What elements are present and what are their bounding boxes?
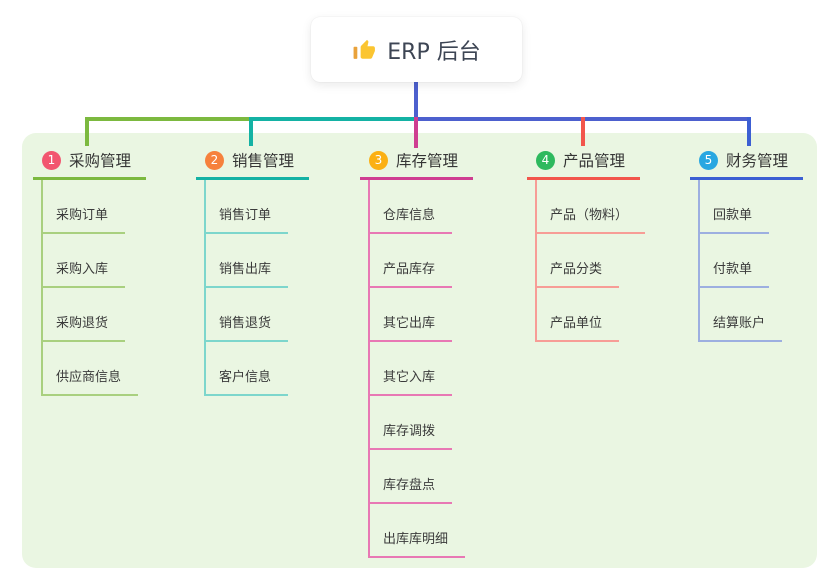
branch-4-drop-line — [581, 117, 585, 146]
branch-5: 5 财务管理回款单付款单结算账户 — [690, 149, 804, 342]
node-item-label: 销售订单 — [206, 204, 289, 234]
branch-5-items: 回款单付款单结算账户 — [698, 180, 783, 342]
branch-4: 4 产品管理产品（物料） 产品分类产品单位 — [527, 149, 646, 342]
node-item-label: 回款单 — [700, 204, 770, 234]
node-item[interactable]: 其它入库 — [370, 342, 465, 396]
branch-3: 3 库存管理仓库信息产品库存其它出库其它入库库存调拨库存盘点出库库明细 — [360, 149, 474, 558]
branch-4-node[interactable]: 4 产品管理 — [527, 149, 641, 180]
connector-segment-sales — [249, 117, 416, 121]
branch-4-number-badge: 4 — [536, 150, 555, 170]
branch-1: 1 采购管理采购订单采购入库采购退货供应商信息 — [33, 149, 147, 396]
root-connector-line — [414, 81, 418, 119]
node-item-label: 付款单 — [700, 258, 770, 288]
connector-segment-purchase — [85, 117, 253, 121]
node-item[interactable]: 仓库信息 — [370, 180, 465, 234]
branch-2: 2 销售管理销售订单销售出库销售退货客户信息 — [196, 149, 310, 396]
node-item[interactable]: 其它出库 — [370, 288, 465, 342]
branch-2-drop-line — [249, 117, 253, 146]
branch-1-drop-line — [85, 117, 89, 146]
node-item-label: 采购退货 — [43, 312, 126, 342]
node-item[interactable]: 回款单 — [700, 180, 782, 234]
branch-3-title: 库存管理 — [396, 152, 459, 170]
branch-5-drop-line — [747, 117, 751, 146]
node-item[interactable]: 产品分类 — [537, 234, 645, 288]
node-item[interactable]: 销售出库 — [206, 234, 289, 288]
branch-2-number-badge: 2 — [205, 150, 224, 170]
branch-1-items: 采购订单采购入库采购退货供应商信息 — [41, 180, 139, 396]
node-item-label: 仓库信息 — [370, 204, 453, 234]
node-item[interactable]: 采购订单 — [43, 180, 138, 234]
root-node-label: ERP 后台 — [387, 39, 481, 65]
node-item-label: 其它入库 — [370, 366, 453, 396]
node-item-label: 销售出库 — [206, 258, 289, 288]
branch-2-node[interactable]: 2 销售管理 — [196, 149, 310, 180]
node-item-label: 产品（物料） — [537, 204, 646, 234]
branch-5-number-badge: 5 — [699, 150, 718, 170]
node-item[interactable]: 采购入库 — [43, 234, 138, 288]
branch-3-drop-line — [414, 117, 418, 148]
branch-5-title: 财务管理 — [726, 152, 789, 170]
node-item[interactable]: 产品库存 — [370, 234, 465, 288]
node-item-label: 产品分类 — [537, 258, 620, 288]
thumbs-up-icon — [352, 37, 377, 62]
node-item-label: 产品单位 — [537, 312, 620, 342]
node-item[interactable]: 供应商信息 — [43, 342, 139, 396]
node-item[interactable]: 库存盘点 — [370, 450, 465, 504]
branch-2-title: 销售管理 — [232, 152, 295, 170]
node-item[interactable]: 销售退货 — [206, 288, 289, 342]
branches-panel — [22, 133, 817, 568]
node-item-label: 其它出库 — [370, 312, 453, 342]
branch-3-number-badge: 3 — [369, 150, 388, 170]
node-item-label: 供应商信息 — [43, 366, 139, 396]
node-item-label: 库存盘点 — [370, 474, 453, 504]
branch-1-title: 采购管理 — [69, 152, 132, 170]
node-item[interactable]: 库存调拨 — [370, 396, 465, 450]
node-item-label: 结算账户 — [700, 312, 783, 342]
branch-3-node[interactable]: 3 库存管理 — [360, 149, 474, 180]
node-item[interactable]: 产品（物料） — [537, 180, 646, 234]
root-node[interactable]: ERP 后台 — [311, 17, 522, 82]
node-item-label: 采购入库 — [43, 258, 126, 288]
branch-1-node[interactable]: 1 采购管理 — [33, 149, 147, 180]
branch-3-items: 仓库信息产品库存其它出库其它入库库存调拨库存盘点出库库明细 — [368, 180, 466, 558]
branch-1-number-badge: 1 — [42, 150, 61, 170]
node-item[interactable]: 结算账户 — [700, 288, 783, 342]
branch-5-node[interactable]: 5 财务管理 — [690, 149, 804, 180]
node-item[interactable]: 出库库明细 — [370, 504, 466, 558]
node-item-label: 采购订单 — [43, 204, 126, 234]
node-item[interactable]: 产品单位 — [537, 288, 645, 342]
node-item[interactable]: 采购退货 — [43, 288, 138, 342]
node-item-label: 客户信息 — [206, 366, 289, 396]
node-item-label: 产品库存 — [370, 258, 453, 288]
node-item[interactable]: 客户信息 — [206, 342, 289, 396]
branch-2-items: 销售订单销售出库销售退货客户信息 — [204, 180, 289, 396]
branch-4-title: 产品管理 — [563, 152, 626, 170]
node-item-label: 出库库明细 — [370, 528, 466, 558]
node-item-label: 销售退货 — [206, 312, 289, 342]
node-item[interactable]: 销售订单 — [206, 180, 289, 234]
node-item[interactable]: 付款单 — [700, 234, 782, 288]
node-item-label: 库存调拨 — [370, 420, 453, 450]
branch-4-items: 产品（物料） 产品分类产品单位 — [535, 180, 646, 342]
